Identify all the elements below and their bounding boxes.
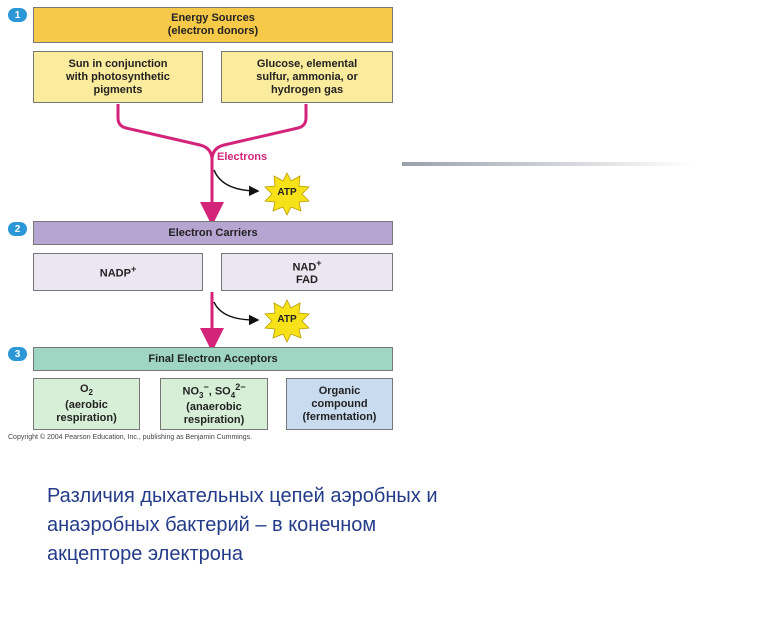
atp-label-2: ATP [277,314,297,325]
acceptor-oxygen-box: O2 (aerobic respiration) [33,378,140,430]
nad-label: NAD [292,261,317,274]
step-1-badge: 1 [8,8,27,22]
carrier-nadp-box: NADP+ [33,253,203,291]
flow-arrows [116,104,310,352]
electron-path-right [210,104,308,161]
nitrate-label: NO [182,385,200,398]
energy-source-sun-box: Sun in conjunction with photosynthetic p… [33,51,203,103]
oxygen-label: O [79,382,89,395]
sulfate-label: , SO [208,385,231,398]
step-3-badge: 3 [8,347,27,361]
anaerobic-label: (anaerobic respiration) [183,401,245,427]
atp-branch-arrow-1 [213,169,260,197]
step-2-badge: 2 [8,222,27,236]
final-acceptors-header: Final Electron Acceptors [33,347,393,371]
sulfate-charge: 2− [235,381,246,392]
carrier-nad-fad-box: NAD+ FAD [221,253,393,291]
fad-label: FAD [296,274,318,287]
electrons-label: Electrons [217,151,268,163]
atp-starburst-2 [264,299,310,343]
nitrate-charge: − [203,381,209,392]
electron-path-left [116,104,214,161]
decorative-divider [402,162,692,166]
acceptor-nitrate-sulfate-box: NO3−, SO42− (anaerobic respiration) [160,378,268,430]
atp-branch-arrow-2 [213,301,260,326]
nadp-label: NADP [99,267,131,280]
atp-starburst-1 [264,172,310,216]
aerobic-label: (aerobic respiration) [56,399,117,425]
electron-carriers-header: Electron Carriers [33,221,393,245]
energy-sources-header: Energy Sources (electron donors) [33,7,393,43]
oxygen-subscript: 2 [88,388,93,398]
nad-superscript: + [316,257,322,268]
acceptor-organic-box: Organic compound (fermentation) [286,378,393,430]
slide-caption: Различия дыхательных цепей аэробных и ан… [47,485,438,565]
nadp-superscript: + [130,264,137,275]
nitrate-subscript: 3 [199,390,204,400]
sulfate-subscript: 4 [230,390,236,400]
energy-source-chemical-box: Glucose, elemental sulfur, ammonia, or h… [221,51,393,103]
atp-label-1: ATP [277,187,297,198]
copyright-text: Copyright © 2004 Pearson Education, Inc.… [8,434,253,441]
